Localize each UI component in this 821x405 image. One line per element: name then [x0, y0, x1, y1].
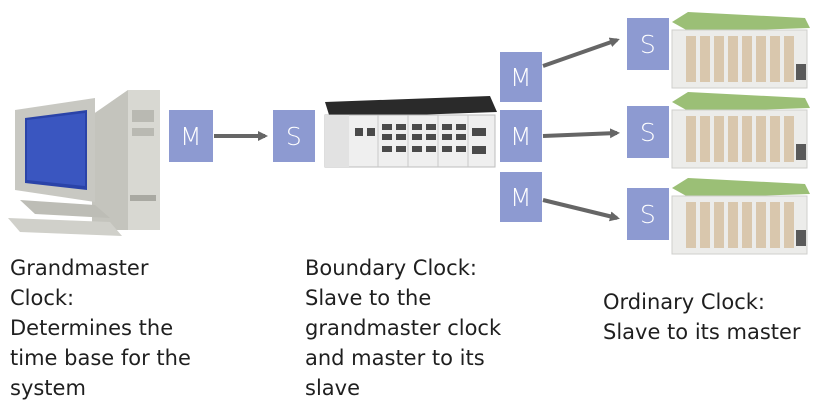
boundary-caption: Boundary Clock: Slave to the grandmaster… — [305, 253, 501, 403]
boundary-caption-line-1: Boundary Clock: — [305, 256, 477, 280]
boundary-caption-line-4: and master to its — [305, 346, 485, 370]
ordinary-slave-box-1: S — [627, 18, 669, 70]
boundary-master-box-2: M — [500, 110, 542, 162]
ordinary-caption-line-2: Slave to its master — [603, 320, 801, 344]
io-module-2 — [671, 92, 810, 169]
grandmaster-caption-line-5: system — [10, 376, 86, 400]
grandmaster-caption-line-4: time base for the — [10, 346, 191, 370]
boundary-slave-box: S — [273, 110, 315, 162]
arrow-bc-to-oc-1 — [542, 37, 620, 68]
ordinary-slave-box-2: S — [627, 106, 669, 158]
grandmaster-caption: Grandmaster Clock: Determines the time b… — [10, 253, 191, 403]
grandmaster-caption-line-3: Determines the — [10, 316, 174, 340]
boundary-caption-line-5: slave — [305, 376, 360, 400]
grandmaster-caption-line-2: Clock: — [10, 286, 75, 310]
boundary-caption-line-3: grandmaster clock — [305, 316, 502, 340]
grandmaster-caption-line-1: Grandmaster — [10, 256, 149, 280]
ordinary-slave-box-3: S — [627, 188, 669, 240]
boundary-master-box-1: M — [500, 52, 542, 102]
boundary-master-box-3: M — [500, 172, 542, 222]
io-module-1 — [671, 12, 810, 89]
ordinary-caption: Ordinary Clock: Slave to its master — [603, 287, 801, 347]
boundary-caption-line-2: Slave to the — [305, 286, 432, 310]
arrow-bc-to-oc-2 — [542, 128, 620, 139]
ordinary-caption-line-1: Ordinary Clock: — [603, 290, 766, 314]
arrow-bc-to-oc-3 — [542, 198, 620, 222]
io-module-3 — [671, 178, 810, 255]
grandmaster-master-box: M — [169, 110, 213, 162]
